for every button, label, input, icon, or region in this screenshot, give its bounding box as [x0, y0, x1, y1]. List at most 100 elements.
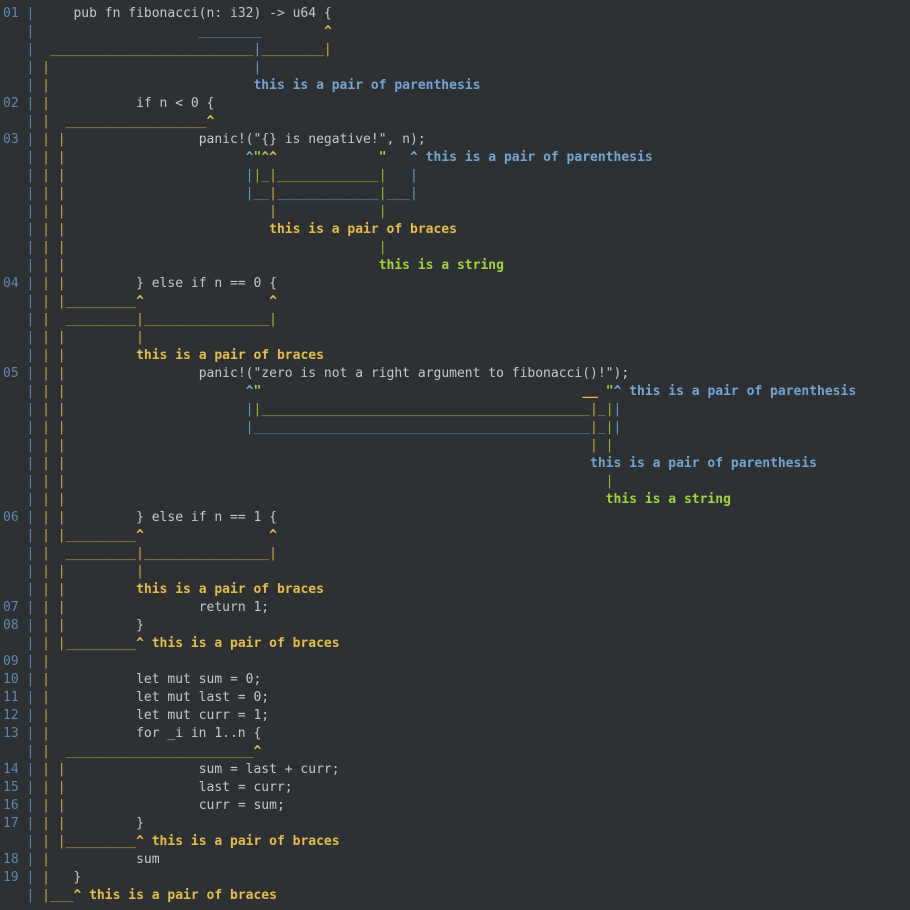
brace-annotation: | [57, 384, 66, 399]
brace-annotation: ^ [269, 294, 277, 309]
line-number-or-gutter: | [26, 762, 35, 777]
brace-annotation: | [42, 114, 50, 129]
output-row-12: | | | | | [3, 203, 910, 221]
code-text: } [136, 618, 144, 633]
brace-annotation: | [42, 420, 50, 435]
string-annotation: | [605, 402, 614, 417]
output-row-30: | | |_________^ ^ [3, 527, 910, 545]
brace-annotation: | [42, 132, 50, 147]
output-row-48: 18 | | sum [3, 851, 910, 869]
line-number-or-gutter: | [26, 654, 35, 669]
output-row-41: 13 | | for _i in 1..n { [3, 725, 910, 743]
output-row-14: | | | | [3, 239, 910, 257]
brace-annotation: this is a pair of braces [136, 348, 324, 363]
brace-annotation: | [57, 132, 66, 147]
code-text: } [73, 870, 82, 885]
parenthesis-annotation: ________________________________________… [253, 420, 591, 435]
brace-annotation: | [57, 366, 66, 381]
brace-annotation: | [57, 528, 66, 543]
code-text: for _i in 1..n { [136, 726, 262, 741]
output-row-22: | | | ^" __ "^ this is a pair of parenth… [3, 383, 910, 401]
brace-annotation: ___ [49, 888, 74, 903]
brace-annotation: _________ [65, 546, 137, 561]
parenthesis-annotation: | [245, 186, 254, 201]
brace-annotation: | [42, 384, 50, 399]
brace-annotation: | [269, 168, 277, 183]
line-number-or-gutter: | [26, 60, 35, 75]
brace-annotation: | [136, 564, 144, 579]
output-row-32: | | | | [3, 563, 910, 581]
brace-annotation: | [42, 150, 50, 165]
brace-annotation: ^ [323, 24, 332, 39]
brace-annotation: ________ [261, 42, 324, 57]
brace-annotation: | [42, 330, 50, 345]
line-number-or-gutter: 04 [3, 276, 19, 291]
string-annotation: " [253, 384, 262, 399]
brace-annotation: _________ [65, 312, 137, 327]
code-text: } else if n == 1 { [136, 510, 277, 525]
code-text: let mut sum = 0; [136, 672, 262, 687]
string-annotation: _____________ [276, 168, 379, 183]
line-number-or-gutter: 08 [3, 618, 19, 633]
line-number-or-gutter: | [26, 186, 35, 201]
line-number-or-gutter: | [26, 42, 35, 57]
line-number-or-gutter: 13 [3, 726, 19, 741]
code-text: sum = last + curr; [198, 762, 340, 777]
code-text: sum [136, 852, 160, 867]
brace-annotation: | [42, 870, 50, 885]
string-annotation: this is a string [378, 258, 504, 273]
brace-annotation: __________________ [65, 114, 207, 129]
line-number-or-gutter: | [26, 546, 35, 561]
parenthesis-annotation: | [613, 402, 622, 417]
line-number-or-gutter: | [26, 744, 35, 759]
brace-annotation: | [42, 564, 50, 579]
code-text: } else if n == 0 { [136, 276, 277, 291]
brace-annotation: | [136, 546, 144, 561]
line-number-or-gutter: | [26, 672, 35, 687]
line-number-or-gutter: 16 [3, 798, 19, 813]
line-number-or-gutter: | [26, 384, 35, 399]
line-number-or-gutter: | [26, 240, 35, 255]
line-number-or-gutter: 19 [3, 870, 19, 885]
line-number-or-gutter: | [26, 474, 35, 489]
output-row-1: 01 | pub fn fibonacci(n: i32) -> u64 { [3, 5, 910, 23]
brace-annotation: | [42, 186, 50, 201]
brace-annotation: | [42, 258, 50, 273]
brace-annotation: | [42, 636, 50, 651]
brace-annotation: | [57, 600, 66, 615]
brace-annotation: | [42, 672, 50, 687]
brace-annotation: | [57, 456, 66, 471]
line-number-or-gutter: | [26, 690, 35, 705]
line-number-or-gutter: | [26, 330, 35, 345]
code-text: return 1; [198, 600, 270, 615]
line-number-or-gutter: | [26, 618, 35, 633]
output-row-18: | | _________|________________| [3, 311, 910, 329]
brace-annotation: | [42, 744, 50, 759]
brace-annotation: ^ [206, 114, 215, 129]
brace-annotation: _________ [65, 294, 137, 309]
parenthesis-annotation: | [613, 420, 622, 435]
parenthesis-annotation: this is a pair of parenthesis [425, 150, 653, 165]
output-row-31: | | _________|________________| [3, 545, 910, 563]
output-row-44: 15 | | | last = curr; [3, 779, 910, 797]
brace-annotation: | [57, 564, 66, 579]
output-row-20: | | | this is a pair of braces [3, 347, 910, 365]
brace-annotation: | [57, 330, 66, 345]
brace-annotation: | [42, 456, 50, 471]
brace-annotation: | [57, 420, 66, 435]
brace-annotation: | [590, 438, 598, 453]
brace-annotation: | [42, 312, 50, 327]
line-number-or-gutter: | [26, 456, 35, 471]
brace-annotation: | [42, 852, 50, 867]
output-row-23: | | | ||________________________________… [3, 401, 910, 419]
code-text: panic!("{} is negative!", n); [198, 132, 426, 147]
string-annotation: this is a string [605, 492, 731, 507]
line-number-or-gutter: | [26, 114, 35, 129]
brace-annotation: this is a pair of braces [151, 636, 340, 651]
line-number-or-gutter: 06 [3, 510, 19, 525]
output-row-25: | | | | | [3, 437, 910, 455]
line-number-or-gutter: 02 [3, 96, 19, 111]
brace-annotation: | [57, 582, 66, 597]
brace-annotation: ^ [73, 888, 82, 903]
